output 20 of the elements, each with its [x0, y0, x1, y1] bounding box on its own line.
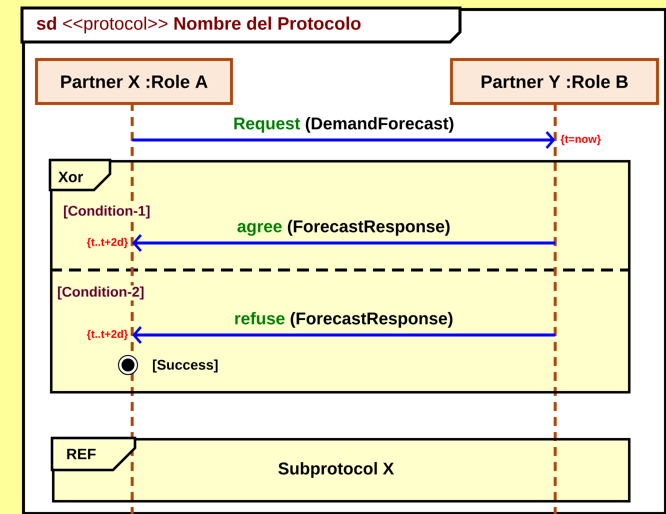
frame-title: sd <<protocol>> Nombre del Protocolo	[36, 16, 361, 34]
guard-condition: [Condition-1]	[62, 204, 152, 220]
participant-box: Partner Y :Role B	[450, 58, 659, 105]
message-label: agree (ForecastResponse)	[237, 220, 450, 236]
time-constraint: {t=now}	[560, 134, 601, 146]
final-state-icon	[118, 355, 138, 375]
time-constraint: {t..t+2d}	[86, 238, 128, 248]
message-label: Request (DemandForecast)	[234, 116, 454, 133]
message-label: refuse (ForecastResponse)	[235, 312, 452, 328]
message-arrow	[132, 131, 556, 149]
state-label: [Success]	[152, 359, 218, 373]
participant-box: Partner X :Role A	[35, 58, 233, 105]
message-arrow	[132, 234, 556, 252]
lifeline	[554, 102, 557, 514]
message-arrow	[132, 326, 556, 344]
fragment-label: REF	[67, 448, 96, 460]
fragment-label: Xor	[58, 172, 83, 182]
guard-condition: [Condition-2]	[56, 285, 146, 301]
time-constraint: {t..t+2d}	[86, 330, 128, 340]
reference-label: Subprotocol X	[278, 462, 394, 478]
